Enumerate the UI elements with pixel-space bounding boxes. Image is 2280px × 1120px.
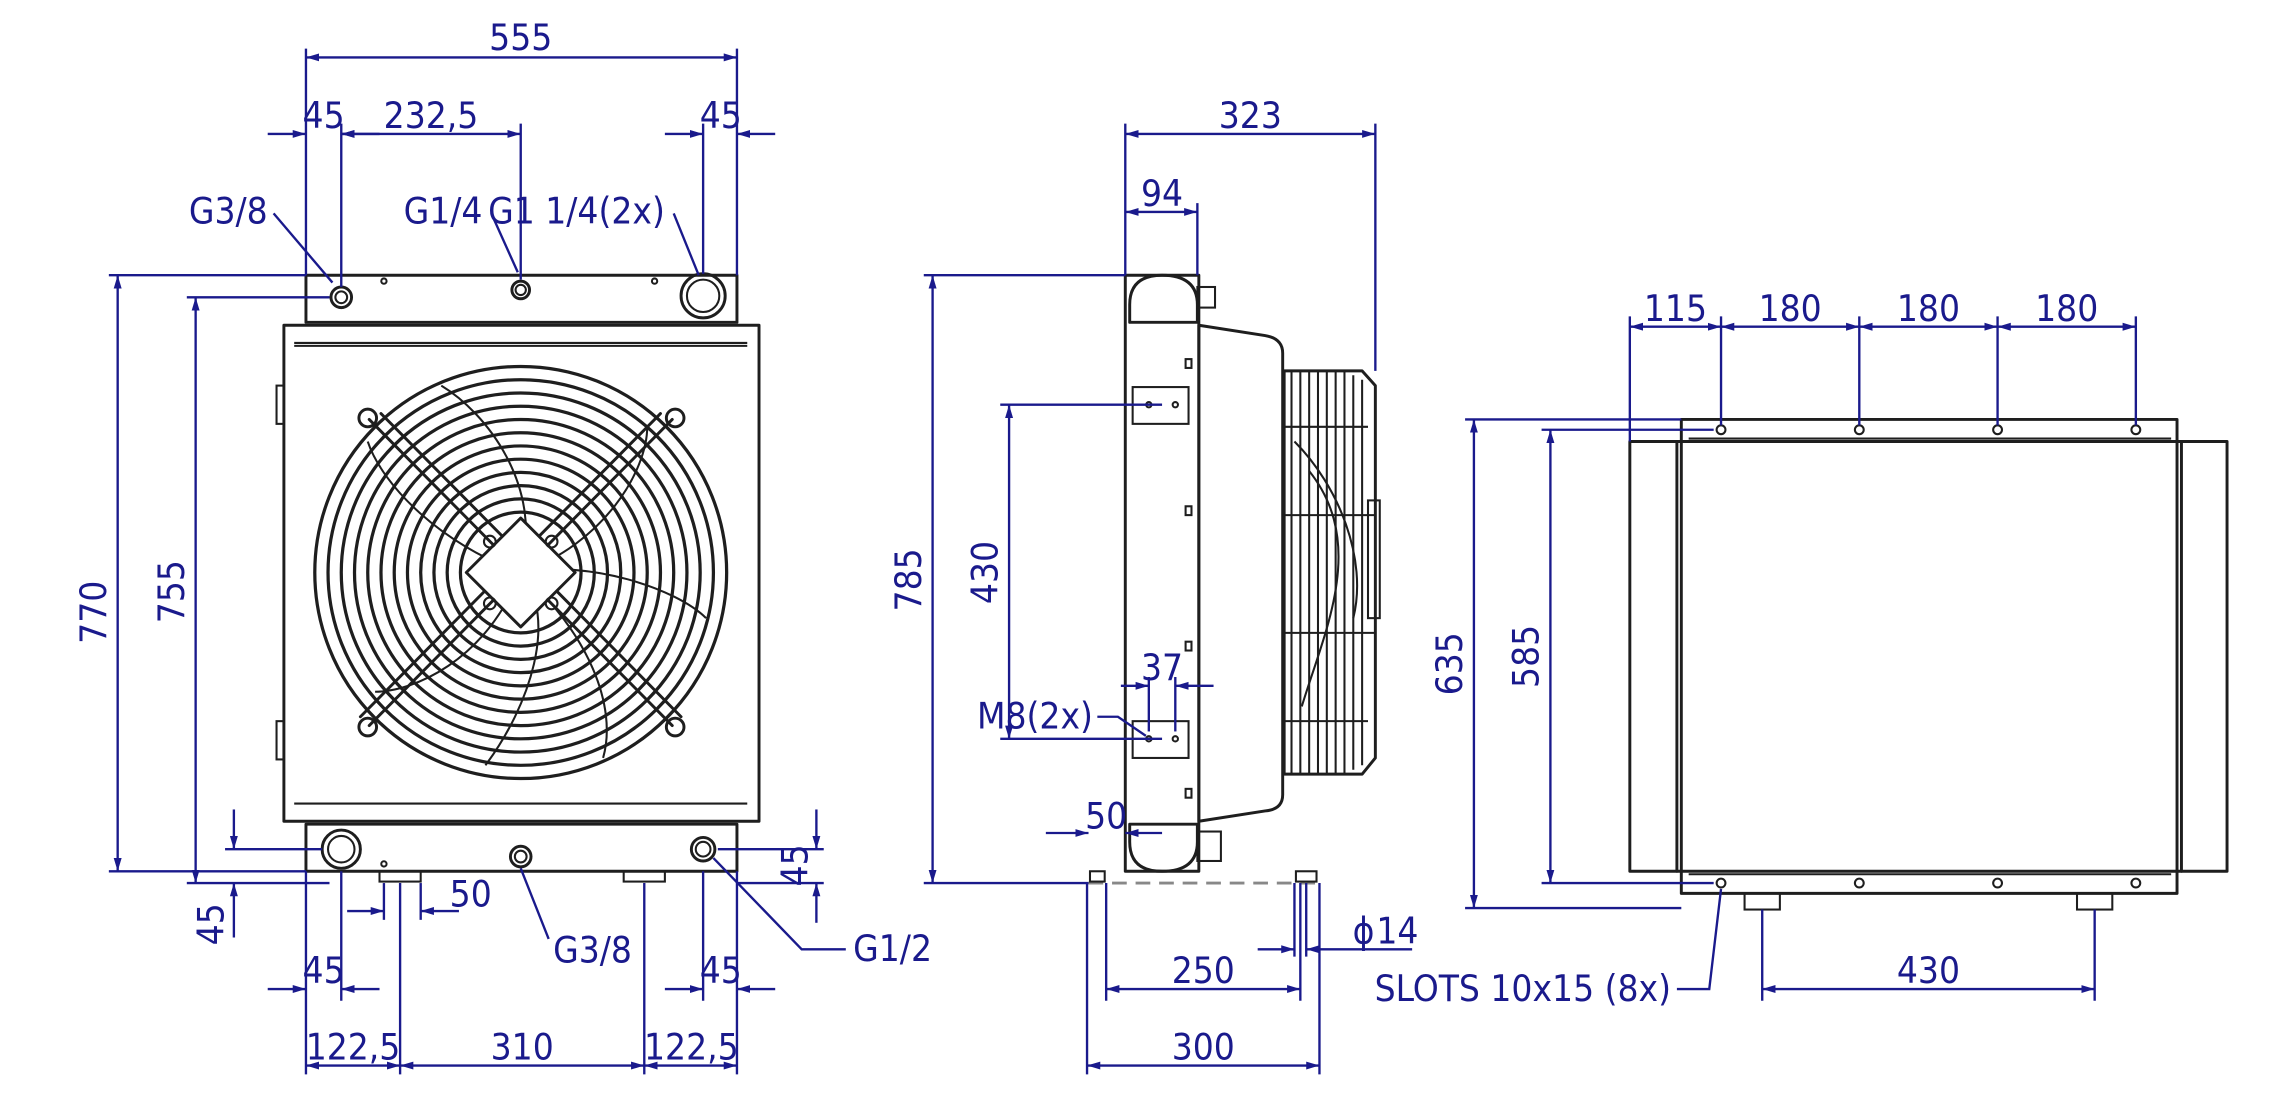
dim-height-total: 770 [72,581,115,644]
port-g38-bottom [508,844,533,869]
port-g14-top [510,279,532,301]
bottom-tank-side [1128,822,1199,873]
diameter-symbol: ϕ [1353,909,1375,952]
top-view: 115 180 180 180 635 585 430 SLOTS 10x15 … [1375,287,2229,1010]
port-g12-bottom [689,835,717,863]
top-view-outline [1628,440,2229,873]
callout-slots: SLOTS 10x15 (8x) [1375,967,1671,1010]
dim-port-spacing: 232,5 [384,94,479,137]
dim-inner-depth: 585 [1505,625,1548,688]
dim-bottom-offset-left: 45 [190,903,233,945]
fan-guard-side [1282,369,1381,776]
dim-height-inner: 755 [150,560,193,623]
dim-mount-spacing: 430 [963,541,1006,604]
dim-bottom-right-45: 45 [700,949,742,992]
front-view: 555 45 232,5 45 G3/8 G1/4 G1 1/4(2x) 770… [72,16,932,1075]
fan-guard [313,364,729,781]
dim-base-right: 122,5 [644,1026,739,1069]
dim-overall-width: 555 [489,16,552,59]
dim-bottom-left-45: 45 [303,949,345,992]
top-tank-side [1128,273,1199,324]
dim-frame-depth: 94 [1141,172,1183,215]
dim-hole-diameter: 14 [1376,909,1418,952]
dim-base-left: 122,5 [306,1026,401,1069]
dim-depth: 323 [1219,94,1282,137]
dim-bottom-offset-right: 45 [774,844,817,886]
callout-g14-top: G1/4 [404,190,483,233]
dim-pitch-3: 180 [2035,287,2098,330]
port-g38-top [329,285,354,310]
dim-foot-offset: 50 [1085,795,1127,838]
dim-foot-spacing: 250 [1172,949,1235,992]
dim-mount-slot: 37 [1141,646,1183,689]
shroud-side [1197,323,1285,823]
dim-edge-offset: 115 [1644,287,1707,330]
side-view: 323 94 785 430 37 M8(2x) 50 250 [887,94,1418,1075]
top-view-frame [1679,417,2179,895]
callout-g38-bottom: G3/8 [553,929,632,972]
radiator-core-side [1123,273,1201,873]
dim-pitch-1: 180 [1759,287,1822,330]
dim-side-height: 785 [887,548,930,611]
dim-base-middle: 310 [491,1026,554,1069]
callout-g12: G1/2 [853,927,932,970]
port-g114-top [679,272,727,320]
callout-m8: M8(2x) [977,695,1093,738]
fan-shroud [282,323,761,823]
dim-foot-width: 50 [450,873,492,916]
dim-outer-depth: 635 [1428,632,1471,695]
dim-pitch-2: 180 [1897,287,1960,330]
dim-slot-spacing: 430 [1897,949,1960,992]
callout-g114: G1 1/4(2x) [488,190,665,233]
dim-left-offset: 45 [303,94,345,137]
callout-g38-top: G3/8 [189,190,268,233]
dim-base-length: 300 [1172,1026,1235,1069]
dim-right-offset: 45 [700,94,742,137]
